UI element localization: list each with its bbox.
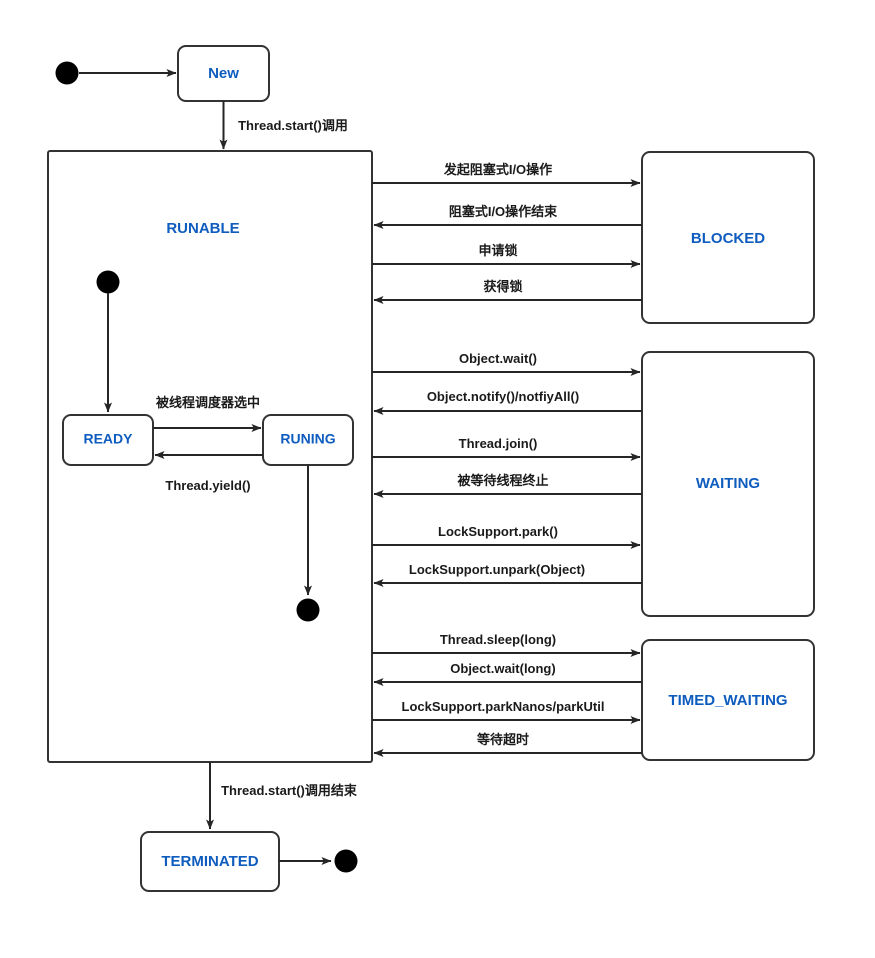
edge-label-blocked-3: 获得锁 <box>483 279 522 294</box>
state-label-runing: RUNING <box>280 431 335 447</box>
state-label-timed-waiting: TIMED_WAITING <box>668 692 787 709</box>
edge-label-blocked-1: 阻塞式I/O操作结束 <box>449 204 558 219</box>
state-label-blocked: BLOCKED <box>691 230 765 247</box>
state-box-timed-waiting[interactable] <box>641 639 815 761</box>
edge-label-waiting-3: 被等待线程终止 <box>456 473 548 488</box>
state-label-ready: READY <box>83 431 133 447</box>
edge-label-waiting-2: Thread.join() <box>459 436 538 451</box>
edge-label-start-call-end: Thread.start()调用结束 <box>221 783 358 798</box>
edge-label-waiting-4: LockSupport.park() <box>438 524 558 539</box>
edge-label-scheduler-selected: 被线程调度器选中 <box>155 395 260 410</box>
edge-label-waiting-1: Object.notify()/notfiyAll() <box>427 389 579 404</box>
edge-label-waiting-0: Object.wait() <box>459 351 537 366</box>
final-state-node <box>334 849 358 873</box>
initial-state-node <box>55 61 79 85</box>
edge-label-waiting-5: LockSupport.unpark(Object) <box>409 562 585 577</box>
edge-label-timed-waiting-3: 等待超时 <box>476 732 529 747</box>
edge-label-blocked-0: 发起阻塞式I/O操作 <box>443 162 552 177</box>
edge-label-timed-waiting-2: LockSupport.parkNanos/parkUtil <box>402 699 605 714</box>
edge-label-blocked-2: 申请锁 <box>478 243 517 258</box>
edge-label-thread-yield: Thread.yield() <box>165 478 250 493</box>
final-state-node-inner <box>296 598 320 622</box>
state-box-ready[interactable] <box>62 414 154 466</box>
edge-label-start-call: Thread.start()调用 <box>238 118 348 133</box>
state-label-waiting: WAITING <box>696 475 760 492</box>
edge-label-timed-waiting-1: Object.wait(long) <box>450 661 555 676</box>
state-label-runable: RUNABLE <box>166 220 239 237</box>
state-box-blocked[interactable] <box>641 151 815 324</box>
edge-label-timed-waiting-0: Thread.sleep(long) <box>440 632 556 647</box>
state-label-terminated: TERMINATED <box>161 853 258 870</box>
state-box-waiting[interactable] <box>641 351 815 617</box>
state-label-new: New <box>208 65 239 82</box>
inner-initial-state-node <box>96 270 120 294</box>
